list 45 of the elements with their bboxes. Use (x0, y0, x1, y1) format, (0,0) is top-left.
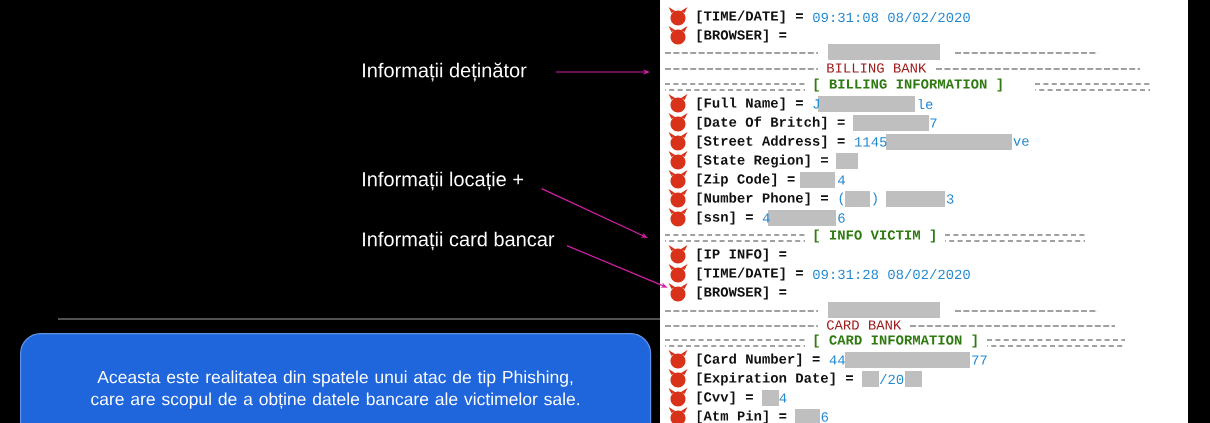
arrow (541, 188, 648, 238)
field-value: 1145 (855, 137, 887, 147)
annotation-text: Informații locație + (363, 171, 524, 191)
field-value: 77 (972, 355, 987, 365)
field-name: [ssn] = (697, 211, 753, 225)
section-heading: [ BILLING INFORMATION ] (814, 78, 1002, 92)
field-name: [TIME/DATE] = (697, 10, 803, 24)
field-value: ) (873, 192, 877, 206)
devil-icon (668, 283, 688, 302)
field-name: [State Region] = (697, 154, 828, 168)
field-value: 3 (946, 194, 954, 204)
field-name: [Expiration Date] = (697, 372, 853, 386)
field-value: 44 (829, 355, 845, 365)
field-value: 7 (930, 118, 937, 128)
section-heading: [ INFO VICTIM ] (814, 229, 935, 243)
annotation-text: Informații deținător (363, 62, 527, 82)
field-name: [Street Address] = (697, 135, 845, 149)
field-value: ve (1013, 138, 1029, 146)
annotation-text: Informații card bancar (363, 231, 555, 251)
field-name: [Cvv] = (697, 391, 753, 405)
field-name: [Atm Pin] = (697, 410, 787, 423)
field-value: 09:31:08 08/02/2020 (813, 11, 970, 23)
section-title: CARD BANK (827, 320, 902, 330)
field-name: [Full Name] = (697, 97, 803, 111)
field-name: [Number Phone] = (697, 192, 828, 206)
field-value: le (918, 98, 933, 110)
section-title: BILLING BANK (827, 63, 927, 73)
field-name: [Zip Code] = (697, 173, 795, 187)
field-value: 4 (762, 213, 770, 223)
message-box: Aceasta este realitatea din spatele unui atac de tip Phishing, care are scopul de a obține datele bancare ale victimelor sale. (20, 333, 652, 423)
field-name: [TIME/DATE] = (697, 267, 803, 281)
field-value: 6 (821, 412, 829, 422)
field-name: [IP INFO] = (697, 248, 787, 262)
field-name: [Card Number] = (697, 353, 820, 367)
field-value: 6 (838, 213, 845, 223)
field-value: J (813, 99, 819, 109)
field-value: ( (839, 192, 844, 206)
field-value: 4 (838, 175, 845, 185)
field-name: [BROWSER] = (697, 286, 787, 300)
field-value: 09:31:28 08/02/2020 (813, 268, 970, 280)
section-heading: [ CARD INFORMATION ] (814, 334, 977, 348)
field-name: [BROWSER] = (697, 29, 787, 43)
field-name: [Date Of Britch] = (697, 116, 845, 130)
field-value: 4 (779, 393, 787, 403)
field-value: /20 (879, 373, 904, 385)
